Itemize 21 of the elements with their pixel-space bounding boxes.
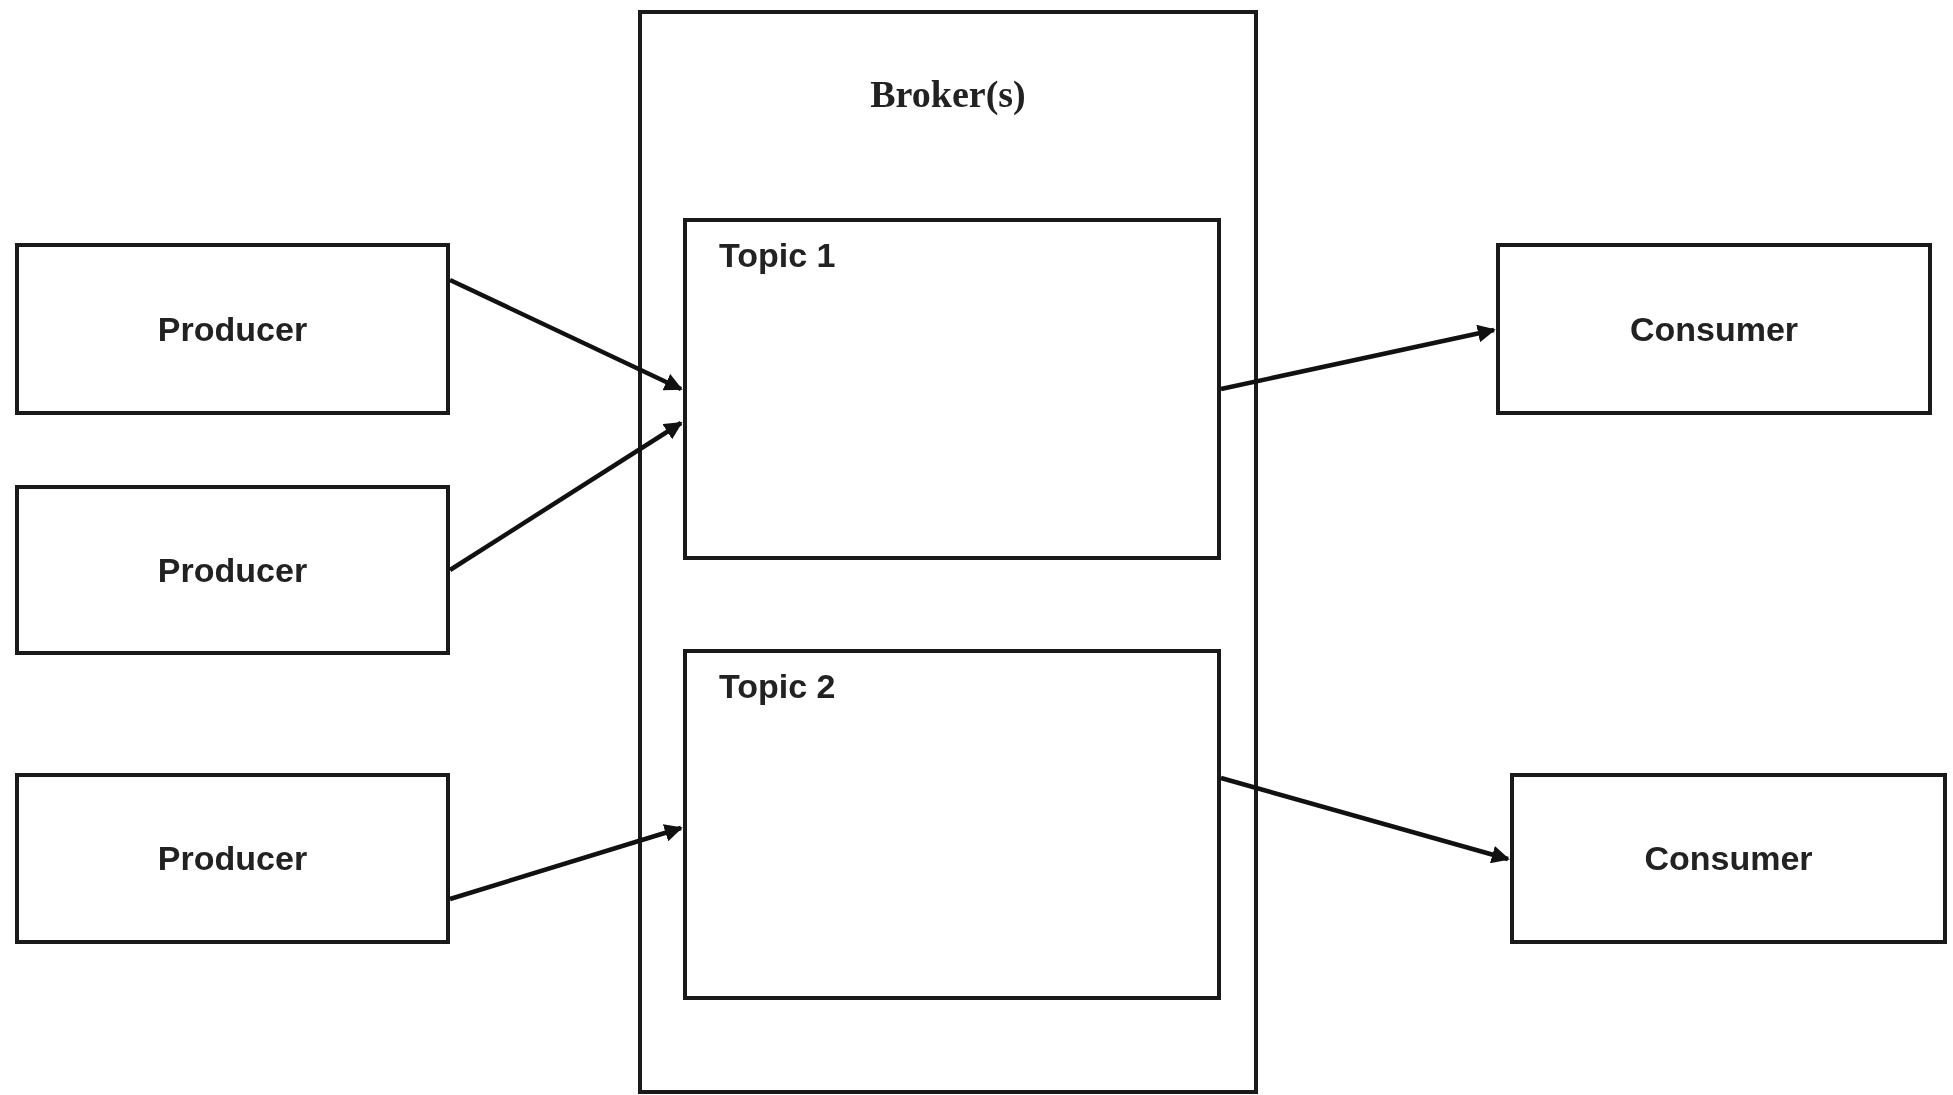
component-box [15,773,450,944]
box-label: Broker(s) [870,72,1026,116]
arrow [449,824,683,902]
box-label: Consumer [1629,309,1799,349]
topic-box [683,649,1221,1000]
box-label: Topic 1 [719,236,836,275]
arrow [448,421,683,572]
topic-box [683,218,1221,560]
component-box [15,485,450,655]
component-box [1496,243,1932,415]
box-label: Producer [157,550,308,590]
box-label: Producer [157,839,308,878]
box-label: Consumer [1644,839,1813,878]
box-label: Producer [157,309,308,349]
arrow [1220,324,1496,392]
component-box [15,243,450,415]
arrow [1220,775,1510,864]
box-label: Topic 2 [719,667,836,706]
component-box [1510,773,1947,944]
arrow [449,277,683,392]
broker-box [638,10,1258,1094]
